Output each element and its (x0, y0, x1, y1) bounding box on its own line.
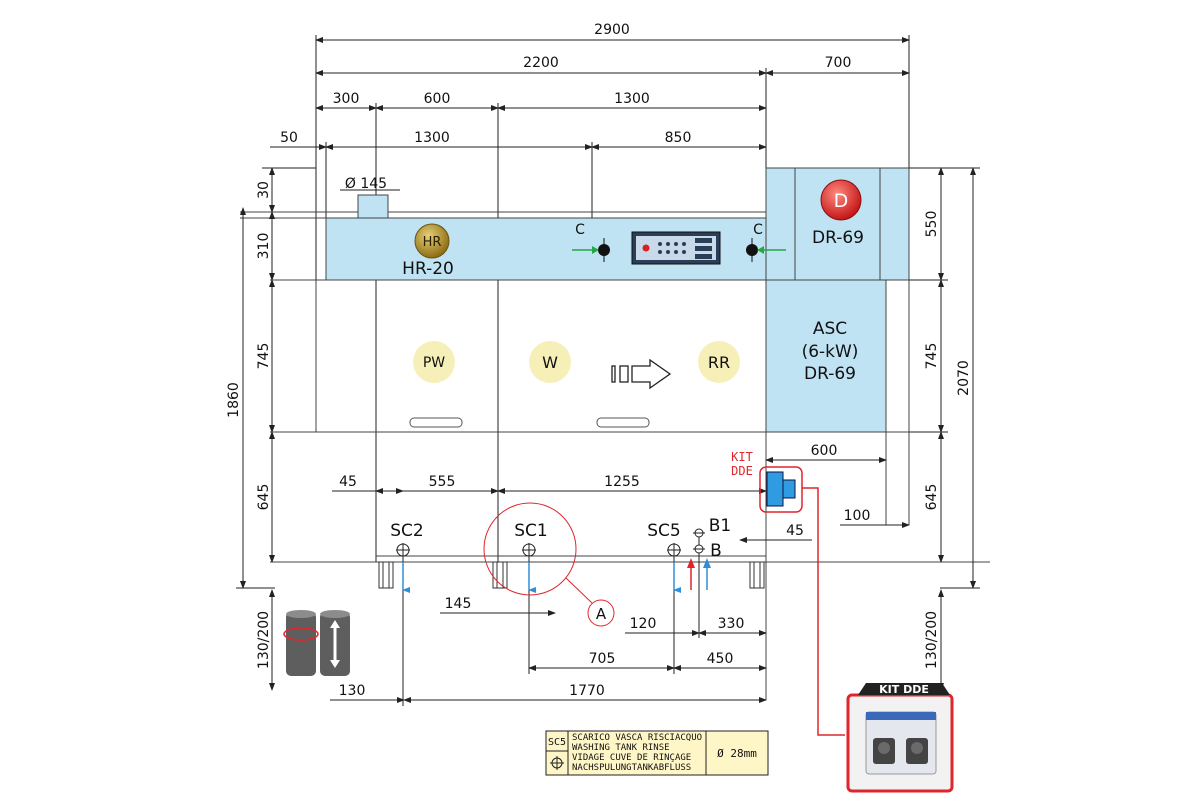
dim-2070: 2070 (956, 360, 972, 396)
legend-line-en: WASHING TANK RINSE (572, 743, 670, 753)
adjustable-foot-detail (283, 610, 350, 676)
asc-power: (6-kW) (802, 342, 859, 362)
dim-745-right: 745 (924, 343, 940, 370)
bottom-dimensions (330, 457, 910, 706)
dim-145: 145 (445, 596, 472, 612)
zone-badges: PW W RR (413, 341, 740, 383)
zone-pw: PW (423, 355, 445, 371)
top-dimension-labels: 2900 2200 700 300 600 1300 50 1300 850 (280, 22, 851, 146)
asc-label: ASC (813, 319, 847, 339)
asc-unit: ASC (6-kW) DR-69 (802, 319, 859, 384)
dim-1300: 1300 (414, 130, 450, 146)
dim-1300-top: 1300 (614, 91, 650, 107)
label-b1: B1 (709, 516, 731, 536)
dim-45-right: 45 (786, 523, 804, 539)
kit-dde-callout: KIT DDE (846, 683, 954, 793)
dim-100: 100 (844, 508, 871, 524)
legend-line-fr: VIDAGE CUVE DE RINÇAGE (572, 753, 691, 763)
dim-700: 700 (825, 55, 852, 71)
dim-50: 50 (280, 130, 298, 146)
legend-drain-symbol-icon (550, 756, 564, 770)
kit-dde: KIT DDE (731, 450, 845, 736)
d-badge: D (834, 190, 849, 212)
dim-600: 600 (424, 91, 451, 107)
dim-130-200-right: 130/200 (924, 611, 940, 669)
legend-line-de: NACHSPULUNGTANKABFLUSS (572, 763, 691, 773)
dim-555: 555 (429, 474, 456, 490)
dim-645-right: 645 (924, 484, 940, 511)
kit-callout-title: KIT DDE (879, 683, 929, 696)
dim-130: 130 (339, 683, 366, 699)
zone-w: W (542, 353, 558, 372)
legend-code: SC5 (548, 737, 566, 748)
dim-600-bottom: 600 (811, 443, 838, 459)
right-dimensions (909, 167, 980, 691)
label-sc5: SC5 (647, 521, 680, 541)
dim-550: 550 (924, 211, 940, 238)
dryer-unit: D DR-69 (812, 179, 864, 248)
machine-body: Ø 145 (240, 167, 990, 700)
sc2-drain: SC2 (390, 521, 424, 593)
sc1-drain: SC1 (514, 521, 548, 593)
c-inlet-right: C (746, 222, 786, 262)
dim-1255: 1255 (604, 474, 640, 490)
legend-line-it: SCARICO VASCA RISCIACQUO (572, 733, 702, 743)
c-inlet-left: C (572, 222, 610, 262)
dim-850: 850 (665, 130, 692, 146)
dim-30: 30 (256, 181, 272, 199)
label-sc2: SC2 (390, 521, 423, 541)
label-b: B (710, 541, 722, 561)
detail-a-callout: A (483, 502, 615, 627)
hr-unit: HR HR-20 (402, 223, 454, 279)
right-dimension-labels: 550 745 2070 645 130/200 (924, 211, 972, 669)
dim-2200: 2200 (523, 55, 559, 71)
dim-330: 330 (718, 616, 745, 632)
dim-300: 300 (333, 91, 360, 107)
label-sc1: SC1 (514, 521, 547, 541)
legend-table: SC5 SCARICO VASCA RISCIACQUO WASHING TAN… (545, 730, 769, 776)
machine-legs (378, 561, 765, 589)
label-detail-a: A (596, 605, 607, 623)
legend-diameter: Ø 28mm (717, 747, 757, 760)
label-c-left: C (575, 222, 585, 238)
dim-705: 705 (589, 651, 616, 667)
zone-rr: RR (708, 353, 730, 372)
dim-745-left: 745 (256, 343, 272, 370)
d-model-label: DR-69 (812, 228, 864, 248)
dim-310: 310 (256, 233, 272, 260)
asc-model: DR-69 (804, 364, 856, 384)
dim-hood-diameter: Ø 145 (345, 176, 387, 192)
direction-arrow-icon (611, 358, 672, 390)
hr-model-label: HR-20 (402, 259, 454, 279)
dim-45-left: 45 (339, 474, 357, 490)
dim-645-left: 645 (256, 484, 272, 511)
dim-130-200-left: 130/200 (256, 611, 272, 669)
top-dimensions (270, 35, 910, 562)
kit-label-line2: DDE (731, 464, 753, 478)
sc5-drain: SC5 (647, 521, 681, 593)
b-supply: B1 B (687, 516, 731, 590)
hr-badge: HR (423, 235, 442, 250)
dim-450: 450 (707, 651, 734, 667)
left-dimension-labels: 30 310 745 1860 645 130/200 (226, 181, 272, 669)
dim-120: 120 (630, 616, 657, 632)
dim-2900: 2900 (594, 22, 630, 38)
label-c-right: C (753, 222, 763, 238)
dim-1860: 1860 (226, 382, 242, 418)
kit-label-line1: KIT (731, 450, 753, 464)
bottom-dimension-labels: 45 555 1255 600 100 45 145 120 330 705 4… (339, 443, 871, 699)
control-panel (631, 231, 721, 265)
left-dimensions (236, 167, 316, 691)
dim-1770: 1770 (569, 683, 605, 699)
